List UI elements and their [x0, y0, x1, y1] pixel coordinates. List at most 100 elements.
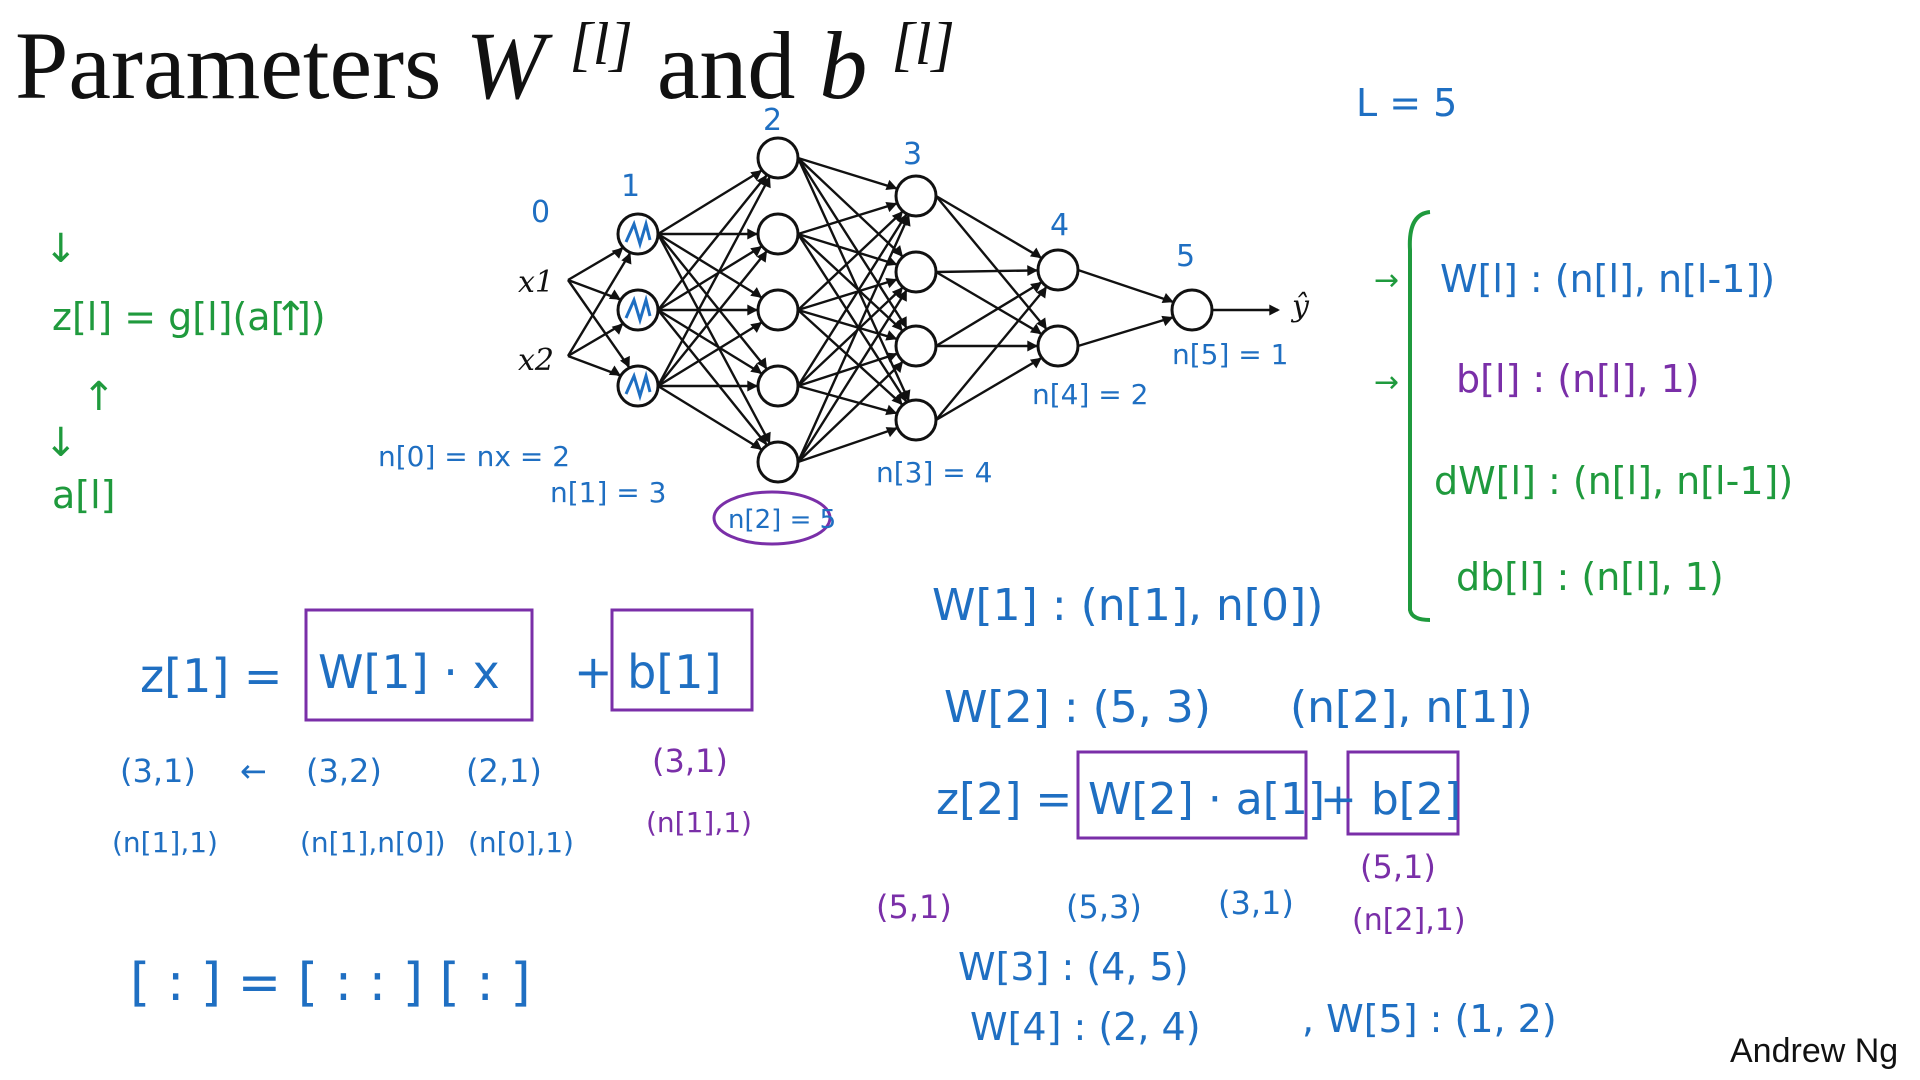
edge-l1-n2-to-l2-n1 — [657, 249, 768, 387]
shape-b-general: b[l] : (n[l], 1) — [1456, 357, 1700, 401]
edge-arrowhead-l1-n2-to-l2-n0 — [760, 176, 771, 189]
edge-arrowhead-l3-n2-to-l4-n1 — [1027, 340, 1038, 352]
edge-l1-n0-to-l2-n2 — [657, 232, 763, 299]
L-equals-label: L = 5 — [1356, 81, 1457, 125]
edge-l4-n0-to-l5-n0 — [1077, 268, 1174, 304]
edge-l3-n2-to-l4-n0 — [935, 280, 1043, 348]
note-arrow-2: ↑ — [82, 374, 116, 420]
edge-arrowhead-l0-n0-to-l1-n1 — [608, 289, 621, 300]
footer-author: Andrew Ng — [1730, 1032, 1898, 1070]
edge-l1-n1-to-l2-n4 — [657, 309, 768, 447]
layer-index-labels: 0 1 2 3 4 5 — [531, 103, 1195, 274]
layer-index-5: 5 — [1176, 239, 1195, 274]
layer-size-2-circle — [712, 490, 832, 546]
edge-arrowhead-l1-n1-to-l2-n2 — [747, 304, 758, 316]
title-W: W — [465, 12, 553, 119]
title-prefix: Parameters — [15, 12, 465, 119]
edge-l1-n2-to-l2-n4 — [657, 384, 763, 451]
equation-1-dim-W1: (3,2) — [306, 752, 382, 790]
title-W-superscript: [l] — [569, 11, 632, 77]
equation-2-W5: , W[5] : (1, 2) — [1302, 997, 1557, 1041]
equation-1-gdim-W1: (n[1],n[0]) — [300, 826, 446, 859]
edge-arrowhead-l3-n3-to-l4-n1 — [1029, 357, 1042, 369]
equation-1-dim-arrow: ← — [240, 752, 267, 790]
edge-arrowhead-l1-n2-to-l2-n1 — [756, 250, 768, 263]
edge-l3-n0-to-l4-n1 — [935, 195, 1048, 331]
edge-l2-n2-to-l3-n3 — [797, 309, 904, 406]
edge-arrowhead-l0-n1-to-l1-n1 — [611, 323, 624, 335]
node-layer3-1 — [894, 174, 938, 218]
edge-arrowhead-l0-n0-to-l1-n0 — [611, 247, 624, 259]
edge-arrowhead-l1-n1-to-l2-n3 — [750, 363, 763, 374]
output-yhat-label: ŷ — [1290, 289, 1310, 324]
edge-arrowhead-l2-n1-to-l3-n3 — [896, 390, 907, 403]
shape-db-general: db[l] : (n[l], 1) — [1456, 555, 1724, 599]
edge-arrowhead-l2-n1-to-l3-n2 — [891, 319, 903, 331]
node-layer1-3-scribble — [624, 370, 652, 402]
equation-1-gdim-z1: (n[1],1) — [112, 826, 218, 859]
equation-1-W1x-box — [304, 608, 534, 722]
slide-title: Parameters W [l] and b [l] — [15, 0, 955, 119]
edge-l2-n1-to-l3-n1 — [797, 232, 898, 266]
edge-arrowhead-l2-n2-to-l3-n2 — [885, 330, 898, 341]
general-shapes-block: W[l] : (n[l], n[l-1]) b[l] : (n[l], 1) d… — [1374, 210, 1793, 622]
layer-index-3: 3 — [903, 137, 922, 172]
layer-index-1: 1 — [621, 169, 640, 204]
note-arrow-3: ↓ — [44, 420, 78, 466]
node-layer2-2 — [756, 212, 800, 256]
edge-l2-n3-to-l3-n2 — [797, 352, 898, 388]
title-b-superscript: [l] — [891, 11, 954, 77]
neural-network-diagram — [566, 136, 1280, 484]
arrow-to-W-general: → — [1374, 263, 1399, 298]
layer-size-4: n[4] = 2 — [1032, 378, 1148, 411]
edge-l2-n2-to-l3-n1 — [797, 278, 898, 312]
edge-l1-n1-to-l2-n0 — [657, 173, 768, 311]
edge-arrowhead-l1-n1-to-l2-n4 — [756, 433, 768, 446]
edge-l3-n3-to-l4-n1 — [935, 356, 1043, 422]
equation-2-W3: W[3] : (4, 5) — [958, 945, 1189, 989]
layer-size-3: n[3] = 4 — [876, 456, 992, 489]
input-x1-label: x1 — [518, 265, 554, 300]
note-a-l: a[l] — [52, 473, 116, 517]
edge-l2-n0-to-l3-n1 — [797, 157, 904, 258]
edge-arrowhead-l0-n0-to-l1-n2 — [619, 355, 630, 368]
edge-arrowhead-l1-n0-to-l2-n2 — [750, 287, 763, 298]
green-bracket — [1407, 210, 1431, 622]
edge-l2-n1-to-l3-n2 — [797, 233, 904, 332]
equation-1-dim-z1: (3,1) — [120, 752, 196, 790]
edge-arrowhead-l3-n0-to-l4-n1 — [1036, 317, 1047, 330]
output-arrowhead — [1269, 304, 1280, 316]
layer-index-4: 4 — [1050, 208, 1069, 243]
layer-size-5: n[5] = 1 — [1172, 338, 1288, 371]
edge-l2-n3-to-l3-n3 — [797, 384, 898, 415]
edge-arrowhead-l2-n4-to-l3-n0 — [900, 214, 911, 227]
edge-l1-n0-to-l2-n4 — [656, 233, 772, 445]
equation-1-matrix-visual: [ : ] = [ : : ] [ : ] — [130, 953, 531, 1013]
title-b: b — [819, 12, 867, 119]
equation-1-W1x: W[1] · x — [318, 645, 500, 699]
equation-1-z1: z[1] = — [140, 649, 282, 703]
edge-arrowhead-l1-n0-to-l2-n3 — [756, 357, 768, 370]
edge-arrowhead-l2-n4-to-l3-n2 — [892, 361, 904, 373]
edge-arrowhead-l1-n2-to-l2-n3 — [747, 380, 758, 392]
node-layer2-5 — [756, 440, 800, 484]
edge-arrowhead-l4-n1-to-l5-n0 — [1161, 315, 1174, 327]
edge-arrowhead-l2-n3-to-l3-n2 — [885, 352, 898, 363]
edge-arrowhead-l1-n0-to-l2-n1 — [747, 228, 758, 240]
edge-l0-n1-to-l1-n0 — [566, 251, 632, 357]
edge-l3-n0-to-l4-n0 — [935, 194, 1043, 260]
edge-arrowhead-l2-n0-to-l3-n1 — [891, 245, 903, 257]
equation-1-gdim-b1: (n[1],1) — [646, 806, 752, 839]
note-z-eq-g: z[l] = g[l](a[l]) — [52, 295, 326, 339]
layer-size-2: n[2] = 5 — [728, 505, 836, 535]
equation-2-dim-b2: (5,1) — [1360, 848, 1436, 886]
left-green-notes: z[l] = g[l](a[l]) a[l] ↓ ↑ ↓ ↑ — [44, 226, 326, 517]
edge-arrowhead-l1-n1-to-l2-n1 — [750, 246, 763, 257]
edge-l2-n4-to-l3-n3 — [797, 426, 899, 464]
edge-arrowhead-l0-n1-to-l1-n2 — [608, 365, 621, 376]
edge-l3-n1-to-l4-n1 — [935, 270, 1043, 336]
equation-1-b1: + b[1] — [574, 645, 722, 699]
equation-2-b2: + b[2] — [1320, 774, 1461, 825]
edge-arrowhead-l0-n1-to-l1-n0 — [621, 252, 632, 265]
